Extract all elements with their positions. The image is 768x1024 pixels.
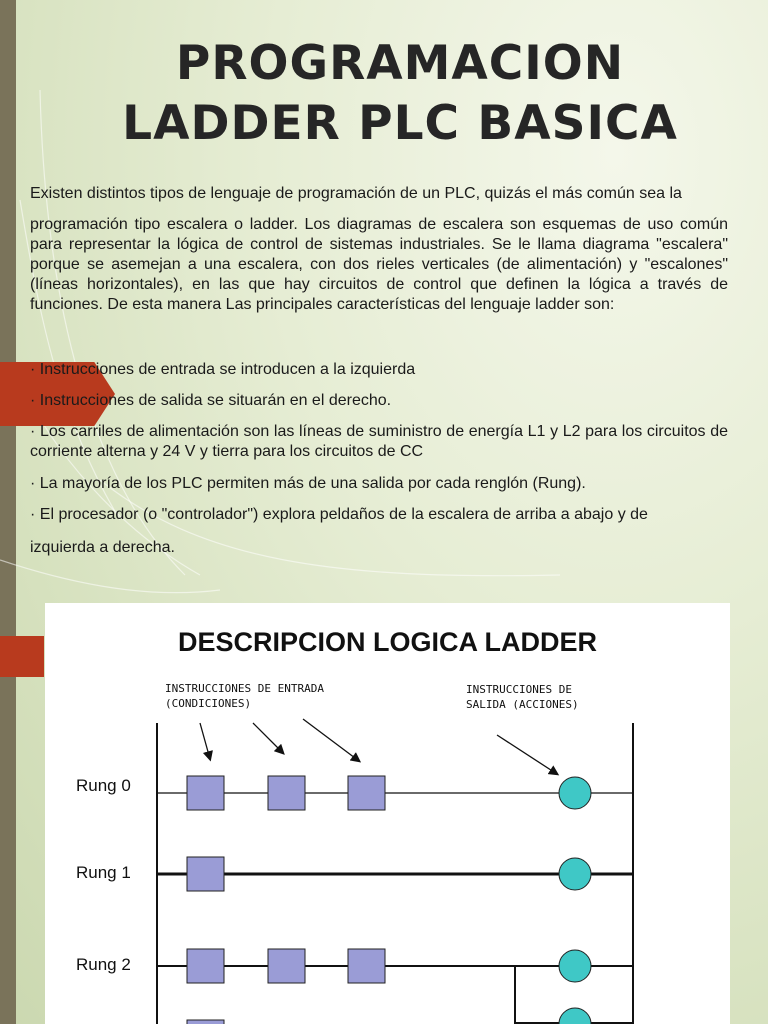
input-contact — [347, 775, 386, 811]
output-coil — [558, 776, 592, 810]
intro-first-line: Existen distintos tipos de lenguaje de p… — [30, 185, 682, 202]
output-instructions-label: INSTRUCCIONES DE SALIDA (ACCIONES) — [466, 683, 579, 711]
pointer-arrow — [199, 722, 213, 762]
list-item: · La mayoría de los PLC permiten más de … — [30, 475, 586, 492]
title-line-1: PROGRAMACION — [175, 36, 625, 91]
list-item: · Instrucciones de entrada se introducen… — [30, 361, 416, 378]
intro-paragraph: programación tipo escalera o ladder. Los… — [30, 216, 728, 313]
left-accent-strip — [0, 0, 16, 1024]
ladder-drawing — [156, 718, 634, 1024]
ladder-diagram: DESCRIPCION LOGICA LADDER INSTRUCCIONES … — [45, 603, 730, 1024]
title-line-2: LADDER PLC BASICA — [122, 96, 678, 151]
red-arrow-marker — [0, 362, 115, 426]
input-instructions-label: INSTRUCCIONES DE ENTRADA (CONDICIONES) — [165, 682, 324, 710]
output-coil — [558, 857, 592, 891]
output-coil — [558, 1007, 592, 1024]
pointer-arrow — [496, 734, 560, 776]
input-contact — [186, 856, 225, 892]
pointer-arrow — [252, 722, 285, 755]
input-contact — [267, 775, 306, 811]
input-contact — [347, 948, 386, 984]
input-contact — [186, 1019, 225, 1024]
list-item: izquierda a derecha. — [30, 539, 175, 556]
pointer-arrow — [302, 718, 362, 763]
page-title: PROGRAMACION LADDER PLC BASICA — [40, 34, 760, 154]
red-square-marker — [0, 636, 44, 677]
rung-label: Rung 0 — [76, 776, 131, 795]
output-coil — [558, 949, 592, 983]
rung-label: Rung 1 — [76, 863, 131, 882]
list-item: · El procesador (o "controlador") explor… — [30, 506, 648, 523]
rung-label: Rung 2 — [76, 955, 131, 974]
diagram-title: DESCRIPCION LOGICA LADDER — [177, 627, 597, 657]
input-contact — [267, 948, 306, 984]
input-contact — [186, 775, 225, 811]
input-contact — [186, 948, 225, 984]
list-item: · Instrucciones de salida se situarán en… — [30, 392, 392, 409]
list-item: · Los carriles de alimentación son las l… — [30, 423, 728, 460]
